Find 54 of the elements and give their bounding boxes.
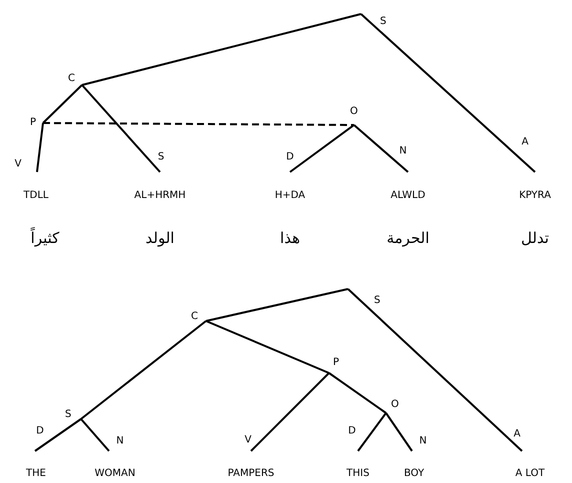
tree-node-label: P: [333, 356, 340, 368]
branch-line: [42, 84, 83, 124]
edge-label: N: [418, 436, 428, 446]
arabic-word: هذا: [280, 229, 300, 247]
arabic-word: الحرمة: [386, 229, 430, 247]
leaf-word: KPYRA: [519, 190, 551, 200]
branch-line: [347, 288, 523, 452]
tree-node-label: C: [191, 310, 198, 322]
branch-line: [250, 372, 330, 452]
tree-node-label: O: [350, 106, 358, 116]
arabic-word: كثيراً: [30, 229, 60, 247]
edge-label: D: [35, 426, 45, 436]
branch-line: [206, 320, 330, 374]
branch-line: [328, 372, 387, 414]
edge-label: A: [512, 428, 522, 440]
tree-node-label: S: [380, 16, 386, 26]
branch-line: [80, 418, 110, 452]
branch-line: [385, 412, 413, 452]
arabic-word: الولد: [146, 229, 174, 247]
edge-label: N: [115, 436, 125, 446]
edge-label: S: [156, 152, 166, 162]
branch-line: [80, 320, 207, 420]
leaf-word: A LOT: [515, 468, 545, 478]
edge-label: D: [347, 426, 357, 436]
leaf-word: PAMPERS: [228, 468, 274, 478]
tree-node-label: O: [391, 398, 399, 410]
tree-node-label: S: [374, 294, 380, 306]
edge-label: V: [244, 434, 252, 446]
branch-line: [353, 124, 409, 173]
dashed-line: [43, 122, 354, 126]
branch-line: [289, 124, 355, 173]
tree-node-label: C: [68, 72, 75, 84]
branch-line: [357, 412, 387, 452]
branch-line: [36, 122, 44, 172]
branch-line: [34, 418, 82, 452]
edge-label: D: [285, 152, 295, 162]
leaf-word: THE: [26, 468, 46, 478]
leaf-word: THIS: [346, 468, 370, 478]
tree-node-label: S: [65, 408, 72, 420]
edge-label: A: [520, 136, 530, 148]
leaf-word: AL+HRMH: [134, 190, 186, 200]
edge-label: V: [14, 158, 22, 170]
leaf-word: WOMAN: [94, 468, 136, 478]
branch-line: [206, 288, 348, 322]
leaf-word: H+DA: [274, 190, 306, 200]
tree-node-label: P: [30, 116, 36, 128]
leaf-word: ALWLD: [390, 190, 426, 200]
arabic-word: تدلل: [521, 229, 549, 247]
leaf-word: TDLL: [24, 190, 48, 200]
branch-line: [82, 13, 362, 86]
branch-line: [81, 84, 161, 173]
edge-label: N: [398, 146, 408, 156]
leaf-word: BOY: [404, 468, 424, 478]
branch-line: [360, 13, 536, 173]
